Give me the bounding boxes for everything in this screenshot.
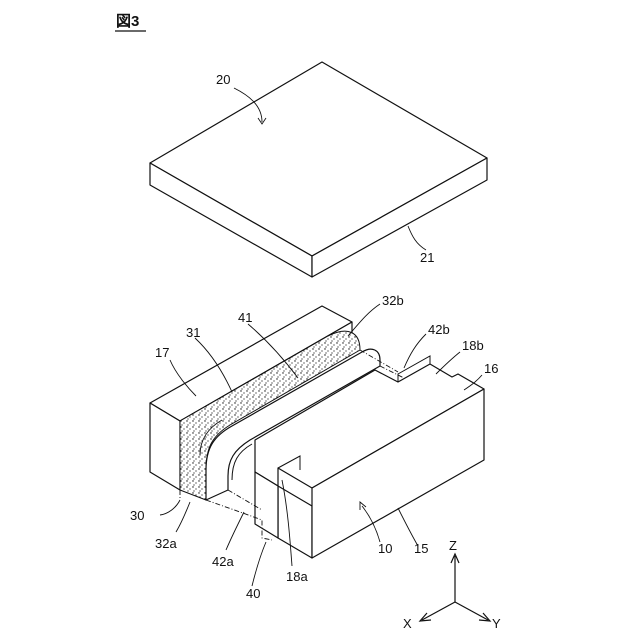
label-30: 30: [130, 508, 144, 523]
main-body-left-step-face: [278, 486, 312, 558]
y-axis-arrowhead: [479, 613, 490, 621]
leader-32a: [176, 502, 190, 532]
leader-18b: [436, 352, 460, 374]
plate-20: [150, 62, 487, 277]
label-20: 20: [216, 72, 230, 87]
label-32b: 32b: [382, 293, 404, 308]
label-31: 31: [186, 325, 200, 340]
label-42b: 42b: [428, 322, 450, 337]
label-10: 10: [378, 541, 392, 556]
figure-title: 図3: [116, 13, 139, 30]
label-16: 16: [484, 361, 498, 376]
leader-42a: [226, 512, 244, 550]
leader-30: [160, 500, 180, 515]
label-41: 41: [238, 310, 252, 325]
leader-40: [252, 542, 266, 586]
label-15: 15: [414, 541, 428, 556]
leader-32b: [348, 304, 380, 336]
label-42a: 42a: [212, 554, 234, 569]
label-17: 17: [155, 345, 169, 360]
plate-top-face: [150, 62, 487, 256]
x-axis-arrowhead: [420, 613, 431, 621]
axis-label-z: Z: [449, 538, 457, 553]
axis-label-y: Y: [492, 616, 501, 631]
label-18b: 18b: [462, 338, 484, 353]
leader-42b: [404, 334, 426, 368]
x-axis-line: [422, 602, 455, 620]
y-axis-line: [455, 602, 488, 620]
label-21: 21: [420, 250, 434, 265]
axis-triad: [420, 554, 490, 621]
leader-21: [408, 226, 426, 250]
label-40: 40: [246, 586, 260, 601]
label-18a: 18a: [286, 569, 308, 584]
axis-label-x: X: [403, 616, 412, 631]
label-32a: 32a: [155, 536, 177, 551]
